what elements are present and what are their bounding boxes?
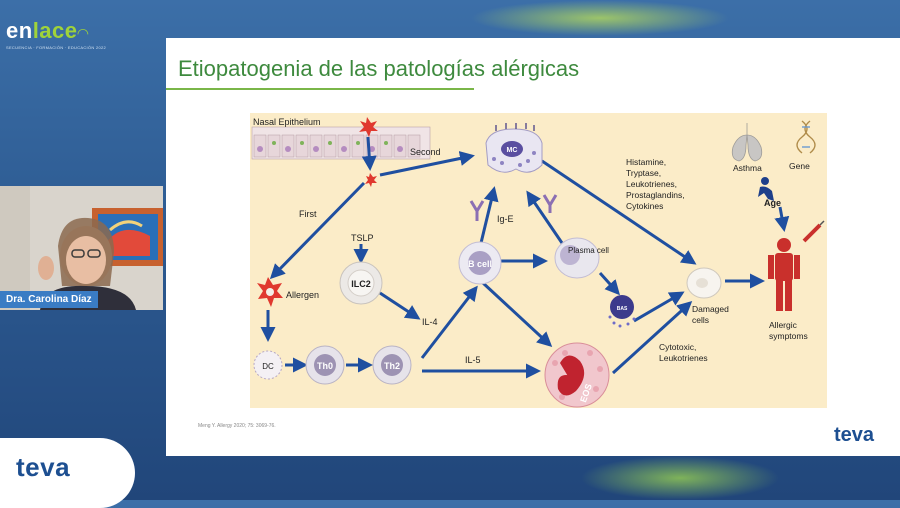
slide-citation: Meng Y. Allergy 2020; 75: 3069-76.: [198, 423, 276, 429]
b-cell-label: B cell: [468, 259, 492, 269]
bas-label: BAS: [617, 306, 628, 312]
title-underline: [166, 88, 474, 90]
enlace-logo: enlace◠ SECUENCIA · FORMACIÓN · EDUCACIÓ…: [6, 18, 126, 58]
age-label: Age: [764, 198, 781, 208]
tslp-label: TSLP: [351, 233, 374, 243]
cytotoxic-label: Cytotoxic,: [659, 342, 696, 352]
ige-label: Ig-E: [497, 214, 514, 224]
mediator-item: Leukotrienes,: [626, 179, 677, 189]
mediator-item: Tryptase,: [626, 168, 661, 178]
teva-footer-badge: teva: [0, 438, 135, 508]
wifi-icon: ◠: [77, 25, 89, 41]
slide-title: Etiopatogenia de las patologías alérgica…: [178, 56, 580, 81]
arrow-eos-damaged: [611, 300, 693, 375]
damaged-cells-label: cells: [692, 315, 709, 325]
presenter-video-frame: [0, 186, 163, 310]
il4-label: IL-4: [422, 317, 438, 327]
presentation-slide: Etiopatogenia de las patologías alérgica…: [166, 38, 900, 456]
allergic-symptoms-label: symptoms: [769, 331, 808, 341]
arrow-plasma-mc: [526, 190, 564, 244]
gene-label: Gene: [789, 161, 810, 171]
th0-label: Th0: [317, 361, 333, 371]
allergy-pathogenesis-diagram: Nasal Epithelium: [250, 113, 827, 408]
nasal-epithelium: [251, 126, 431, 160]
brand-tagline: SECUENCIA · FORMACIÓN · EDUCACIÓN 2022: [6, 45, 107, 50]
background-glow-top: [470, 0, 730, 36]
cytotoxic-label: Leukotrienes: [659, 353, 708, 363]
plasma-cell-label: Plasma cell: [568, 246, 609, 255]
ige-antibody-icon: [469, 194, 558, 221]
brand-wordmark: enlace◠: [6, 18, 126, 44]
teva-logo: teva: [16, 452, 71, 482]
th0-cell: [305, 345, 345, 385]
mediators-list: Histamine, Tryptase, Leukotrienes, Prost…: [626, 157, 685, 211]
mediator-item: Cytokines: [626, 201, 663, 211]
arrow-mc-damaged: [541, 159, 697, 265]
brand-word-accent: lace: [32, 18, 78, 43]
allergic-symptoms-label: Allergic: [769, 320, 798, 330]
arrow-bas-damaged: [633, 291, 685, 323]
b-cell: [458, 241, 502, 285]
eosinophil-cell: [544, 342, 610, 408]
nasal-epithelium-label: Nasal Epithelium: [253, 117, 321, 127]
background-glow-bottom: [580, 456, 780, 500]
arrow-bcell-mc: [479, 186, 499, 244]
slide-teva-logo: teva: [834, 424, 875, 446]
damaged-cell: [686, 267, 722, 299]
ilc2-label: ILC2: [351, 279, 371, 289]
lungs-icon: [731, 123, 763, 162]
arrow-ilc2-il4: [379, 291, 421, 320]
allergen-icon: [257, 277, 283, 307]
presenter-video: [0, 186, 163, 310]
presenter-name-label: Dra. Carolina Díaz: [0, 291, 98, 308]
arrow-second: [379, 151, 475, 177]
asthma-label: Asthma: [733, 163, 762, 173]
arrow-th2-bcell: [420, 285, 478, 359]
syringe-icon: [802, 220, 825, 243]
arrow-plasma-bas: [598, 271, 621, 296]
age-icon: [758, 177, 774, 201]
mc-label: MC: [507, 147, 518, 154]
dendritic-cell: [253, 350, 283, 380]
mediator-item: Prostaglandins,: [626, 190, 685, 200]
basophil-cell: [608, 295, 636, 328]
damaged-cells-label: Damaged: [692, 304, 729, 314]
arrow-first: [269, 181, 366, 280]
ilc2-cell: [339, 261, 383, 305]
dna-icon: [796, 120, 816, 154]
first-label: First: [299, 209, 317, 219]
allergen-particle-icon: [359, 117, 378, 187]
mast-cell: [485, 123, 543, 173]
allergen-label: Allergen: [286, 290, 319, 300]
arrow-age-symptoms: [774, 206, 790, 232]
pathway-arrows: [260, 136, 790, 379]
arrow-bcell-eos: [481, 281, 553, 348]
il5-label: IL-5: [465, 355, 481, 365]
mediator-item: Histamine,: [626, 157, 666, 167]
th2-cell: [372, 345, 412, 385]
dc-label: DC: [262, 362, 274, 371]
patient-icon: [768, 238, 800, 311]
arrow-epithelium-down: [361, 136, 377, 171]
plasma-cell: [554, 237, 600, 279]
brand-word-pre: en: [6, 18, 33, 43]
th2-label: Th2: [384, 361, 400, 371]
second-label: Second: [410, 147, 441, 157]
